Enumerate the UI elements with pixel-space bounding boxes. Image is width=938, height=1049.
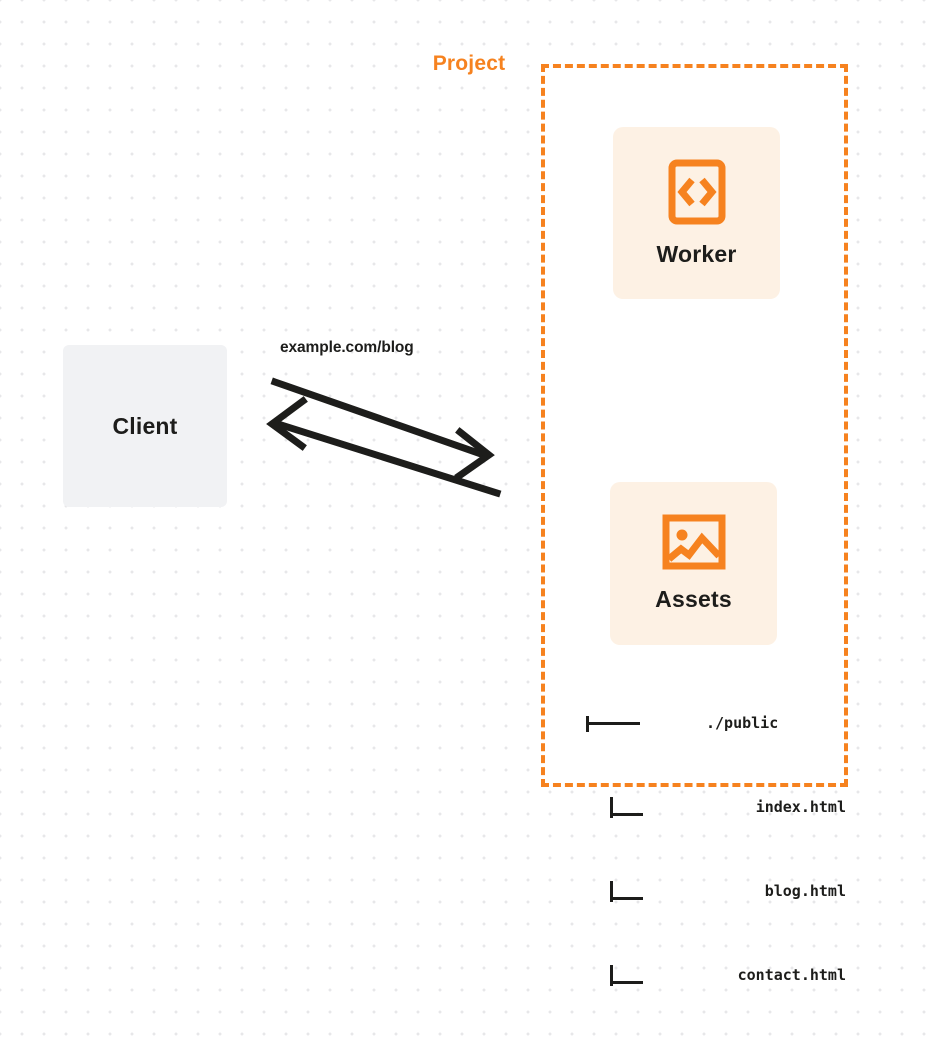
image-icon <box>662 514 726 570</box>
worker-card-label: Worker <box>656 240 737 267</box>
assets-card-label: Assets <box>655 586 732 612</box>
assets-card[interactable]: Assets <box>610 482 777 645</box>
file-tree-row: contact.html <box>586 965 854 986</box>
file-tree-name: index.html <box>755 798 846 816</box>
project-title: Project <box>423 52 515 76</box>
file-tree-row: index.html <box>586 797 854 818</box>
file-tree-row: blog.html <box>586 881 854 902</box>
tree-branch-glyph <box>586 713 698 797</box>
tree-branch-glyph <box>586 797 698 881</box>
request-arrow <box>270 377 495 481</box>
code-brackets-icon <box>668 159 726 225</box>
worker-card[interactable]: Worker <box>613 127 780 299</box>
client-label: Client <box>112 412 178 439</box>
tree-branch-glyph <box>586 965 698 1049</box>
file-tree-name: blog.html <box>764 882 846 900</box>
file-tree-row: ./public <box>586 713 854 734</box>
file-tree-name: ./public <box>706 714 779 732</box>
diagram-canvas: Client example.com/blog Project Worker <box>63 52 848 986</box>
file-tree-name: contact.html <box>737 966 846 984</box>
tree-branch-glyph <box>586 881 698 965</box>
client-node[interactable]: Client <box>63 345 227 507</box>
connection-url-label: example.com/blog <box>280 339 414 356</box>
response-arrow <box>266 396 502 498</box>
assets-file-tree: ./public index.html blog.html contact.ht… <box>586 650 854 1049</box>
